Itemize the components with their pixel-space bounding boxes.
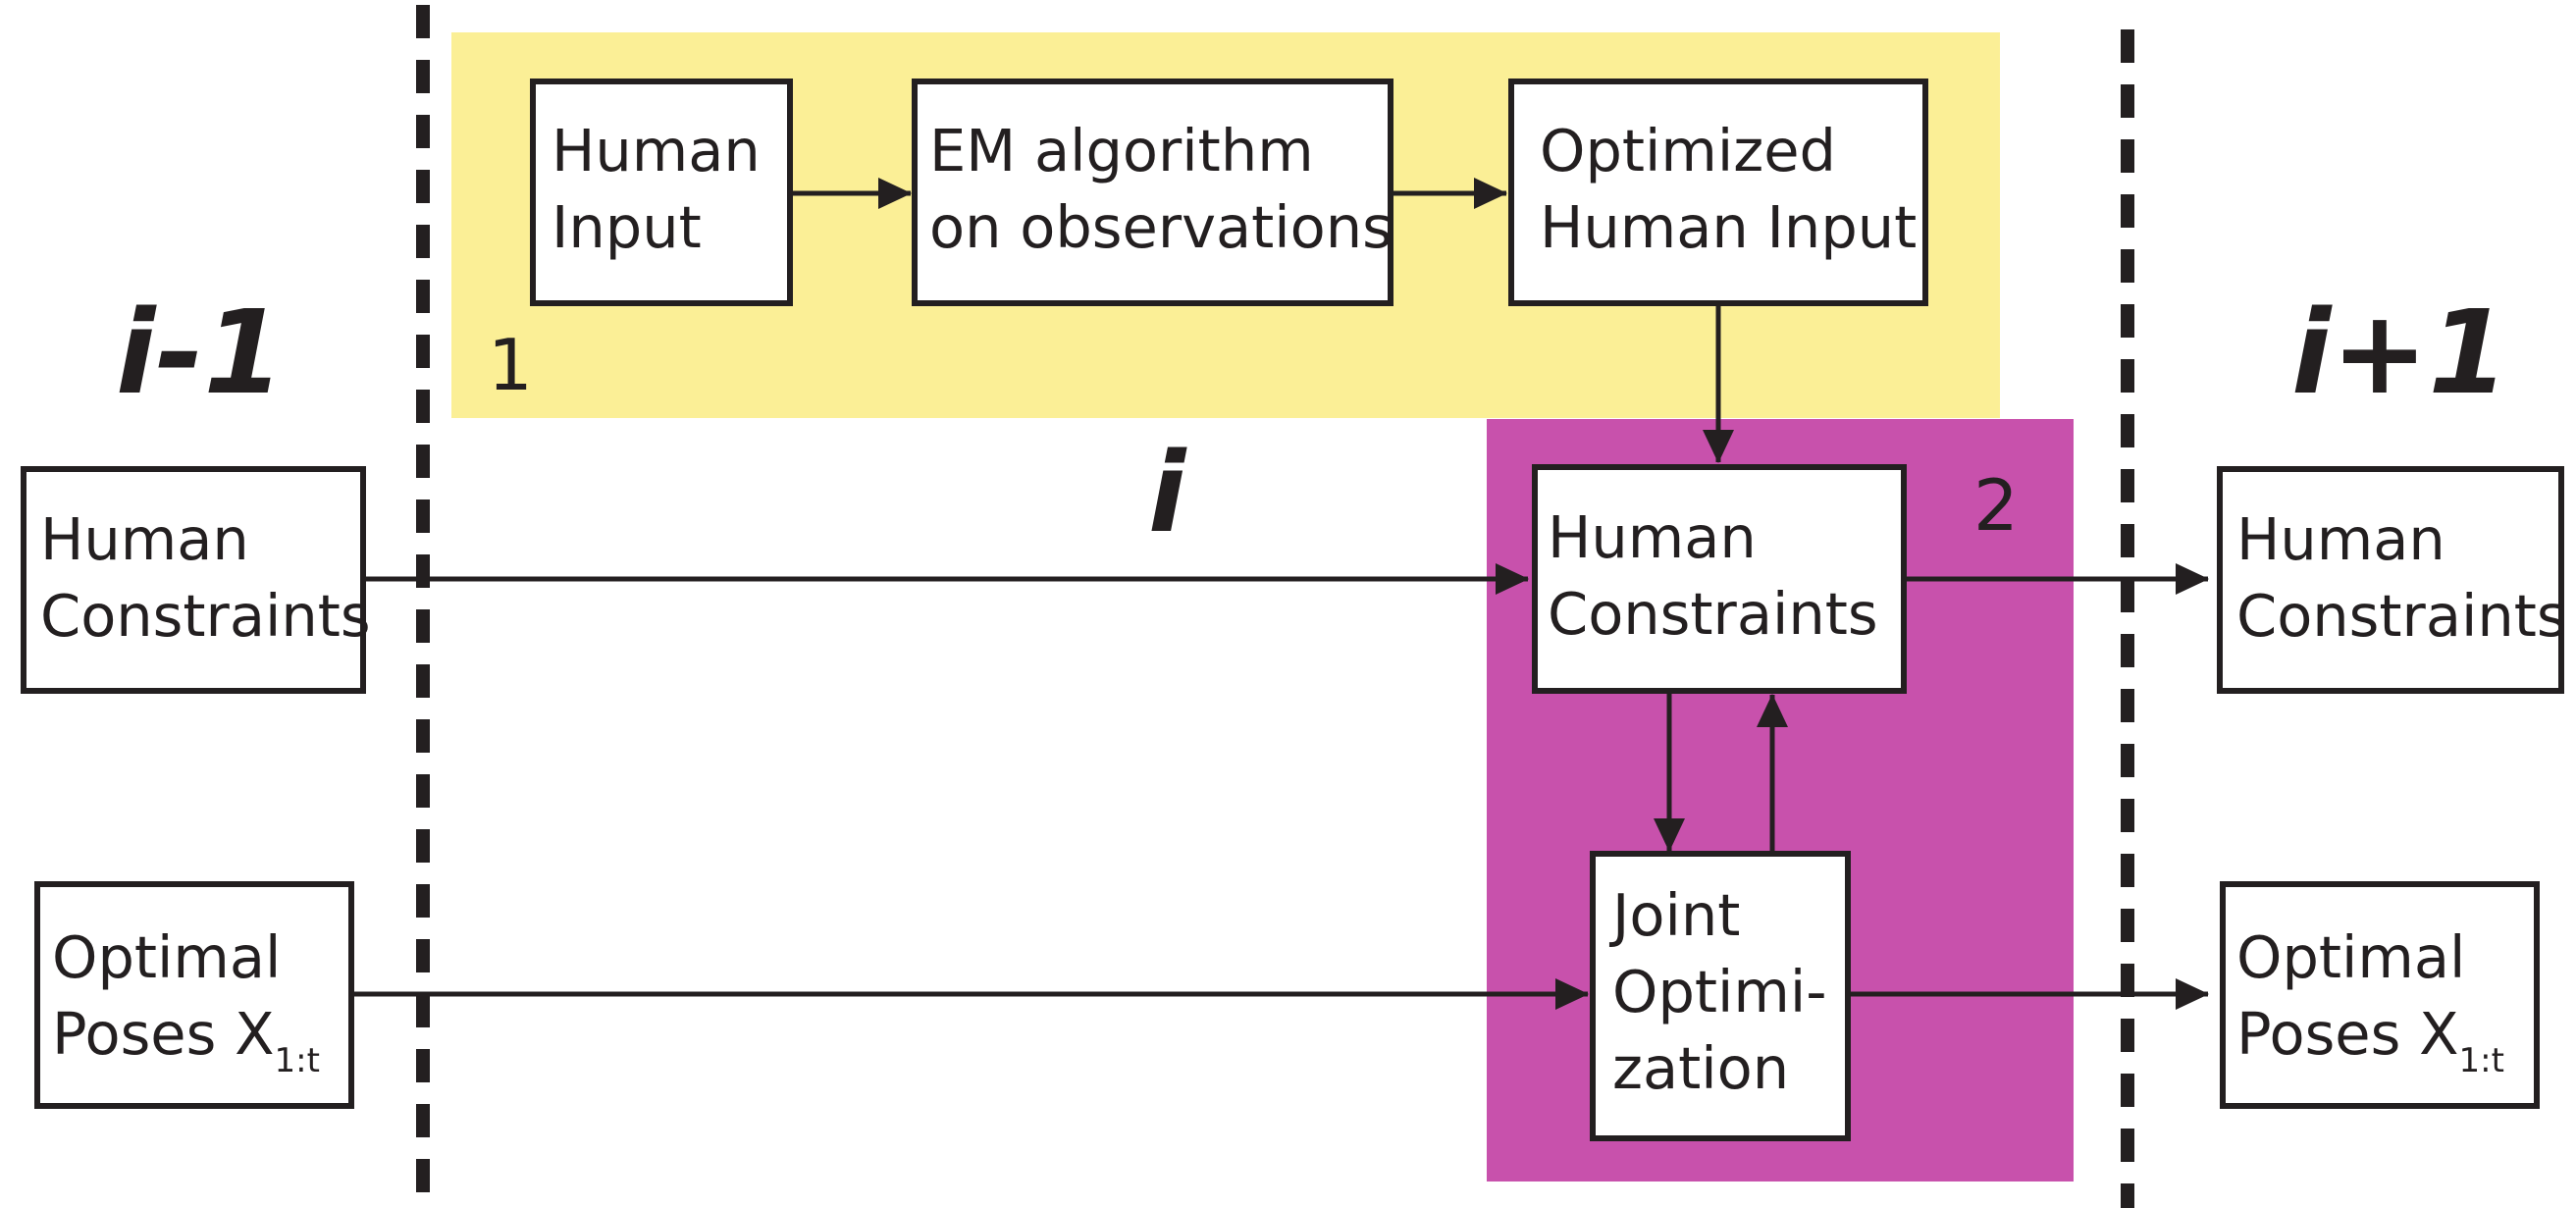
human-constraints-current-label-line2: Constraints [1548,580,1878,648]
optimal-poses-next-label-line1: Optimal [2236,923,2466,991]
human-input-label-line1: Human [552,117,761,184]
optimal-poses-prev-box [34,881,354,1109]
joint-optimization-label-line3: zation [1612,1034,1790,1102]
optimal-poses-prev-label-line2: Poses X1:t [52,995,320,1100]
human-constraints-next-label-line2: Constraints [2236,582,2567,650]
optimized-human-input-label-line1: Optimized [1540,117,1837,184]
human-constraints-current-label-line1: Human [1548,503,1757,571]
optimal-poses-prev-subscript: 1:t [274,1041,320,1080]
optimal-poses-next-label-line2: Poses X1:t [2236,995,2504,1100]
human-constraints-prev-label-line1: Human [40,505,249,573]
human-constraints-prev-label-line2: Constraints [40,582,371,650]
em-algorithm-box [912,79,1393,306]
human-constraints-prev-box [21,466,366,694]
optimal-poses-next-subscript: 1:t [2458,1041,2504,1080]
joint-optimization-box [1590,851,1851,1141]
human-constraints-current-box [1532,464,1907,694]
optimal-poses-next-text: Poses X [2236,1000,2459,1068]
optimized-human-input-box [1508,79,1928,306]
joint-optimization-label-line2: Optimi- [1612,958,1827,1025]
optimized-human-input-label-line2: Human Input [1540,193,1918,261]
iteration-label-prev: i-1 [116,285,285,420]
human-input-label-line2: Input [552,193,702,261]
iteration-label-current: i [1148,430,1186,557]
iteration-label-next: i+1 [2291,285,2509,420]
optimal-poses-prev-label-line1: Optimal [52,923,282,991]
optimal-poses-prev-text: Poses X [52,1000,275,1068]
optimal-poses-next-box [2220,881,2540,1109]
human-input-box [530,79,793,306]
region-2-number: 2 [1973,464,2019,547]
human-constraints-next-label-line1: Human [2236,505,2445,573]
human-constraints-next-box [2217,466,2564,694]
em-algorithm-label-line2: on observations [929,193,1393,261]
em-algorithm-label-line1: EM algorithm [929,117,1314,184]
joint-optimization-label-line1: Joint [1612,881,1741,949]
region-1-number: 1 [488,324,533,406]
